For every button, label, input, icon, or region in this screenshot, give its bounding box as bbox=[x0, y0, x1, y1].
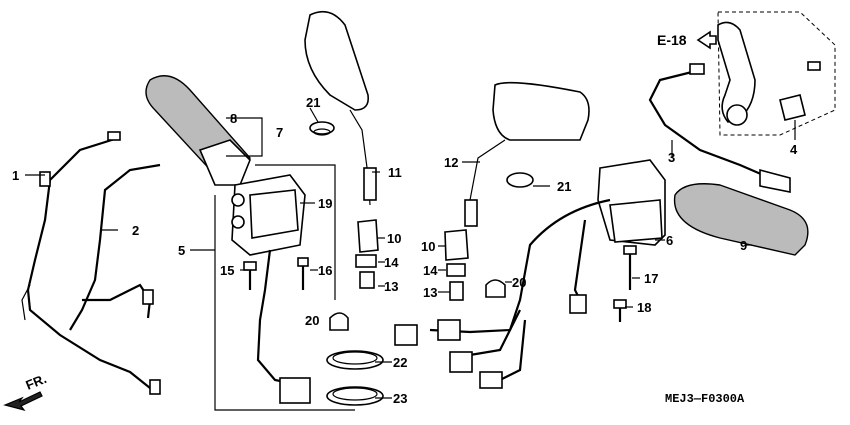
callout-14-left: 14 bbox=[384, 255, 399, 270]
bolt-20-left bbox=[329, 312, 349, 331]
choke-lever bbox=[717, 21, 821, 126]
callout-8: 8 bbox=[230, 111, 237, 126]
callout-21-right: 21 bbox=[557, 179, 571, 194]
screw-16 bbox=[297, 257, 309, 290]
callout-13-left: 13 bbox=[384, 279, 398, 294]
right-mirror bbox=[464, 81, 590, 227]
screw-18 bbox=[613, 299, 627, 322]
callout-3: 3 bbox=[668, 150, 675, 165]
callout-13-right: 13 bbox=[423, 285, 437, 300]
band-22 bbox=[326, 350, 384, 370]
callout-10-right: 10 bbox=[421, 239, 435, 254]
callout-22: 22 bbox=[393, 355, 407, 370]
screw-17 bbox=[623, 245, 637, 290]
callout-4: 4 bbox=[790, 142, 798, 157]
callout-12: 12 bbox=[444, 155, 458, 170]
callout-20-right: 20 bbox=[512, 275, 526, 290]
right-grip bbox=[673, 183, 809, 256]
callout-9: 9 bbox=[740, 238, 747, 253]
throttle-cable-2 bbox=[69, 163, 161, 395]
clamp-21-right bbox=[506, 172, 534, 188]
left-grip bbox=[145, 75, 251, 186]
leader-lines bbox=[25, 107, 796, 399]
callout-2: 2 bbox=[132, 223, 139, 238]
front-arrow-icon bbox=[3, 391, 43, 412]
right-switch-housing bbox=[394, 159, 666, 389]
bar-end-left bbox=[355, 219, 379, 289]
bolt-20-right bbox=[485, 279, 506, 298]
screw-15 bbox=[243, 261, 257, 290]
front-label: FR. bbox=[24, 371, 49, 393]
reference-label: E-18 bbox=[657, 32, 687, 48]
callout-6: 6 bbox=[666, 233, 673, 248]
callout-20-left: 20 bbox=[305, 313, 319, 328]
assembly-5-box bbox=[214, 195, 355, 411]
bar-end-right bbox=[444, 229, 469, 301]
reference-box bbox=[717, 11, 836, 136]
callout-19: 19 bbox=[318, 196, 332, 211]
callout-7: 7 bbox=[276, 125, 283, 140]
reference-arrow-icon bbox=[696, 30, 717, 50]
choke-cable bbox=[648, 63, 791, 193]
callout-15: 15 bbox=[220, 263, 234, 278]
left-mirror bbox=[304, 10, 377, 206]
left-switch-housing bbox=[231, 174, 311, 404]
callout-14-right: 14 bbox=[423, 263, 438, 278]
callout-5: 5 bbox=[178, 243, 185, 258]
callout-16: 16 bbox=[318, 263, 332, 278]
callout-11: 11 bbox=[388, 165, 402, 180]
clamp-21-left bbox=[309, 121, 335, 136]
band-23 bbox=[326, 386, 384, 406]
throttle-cable-1 bbox=[21, 131, 156, 393]
callout-18: 18 bbox=[637, 300, 651, 315]
callout-21-left: 21 bbox=[306, 95, 320, 110]
callout-17: 17 bbox=[644, 271, 658, 286]
callout-23: 23 bbox=[393, 391, 407, 406]
diagram-code: MEJ3—F0300A bbox=[665, 392, 745, 406]
callout-1: 1 bbox=[12, 168, 19, 183]
callout-10-left: 10 bbox=[387, 231, 401, 246]
